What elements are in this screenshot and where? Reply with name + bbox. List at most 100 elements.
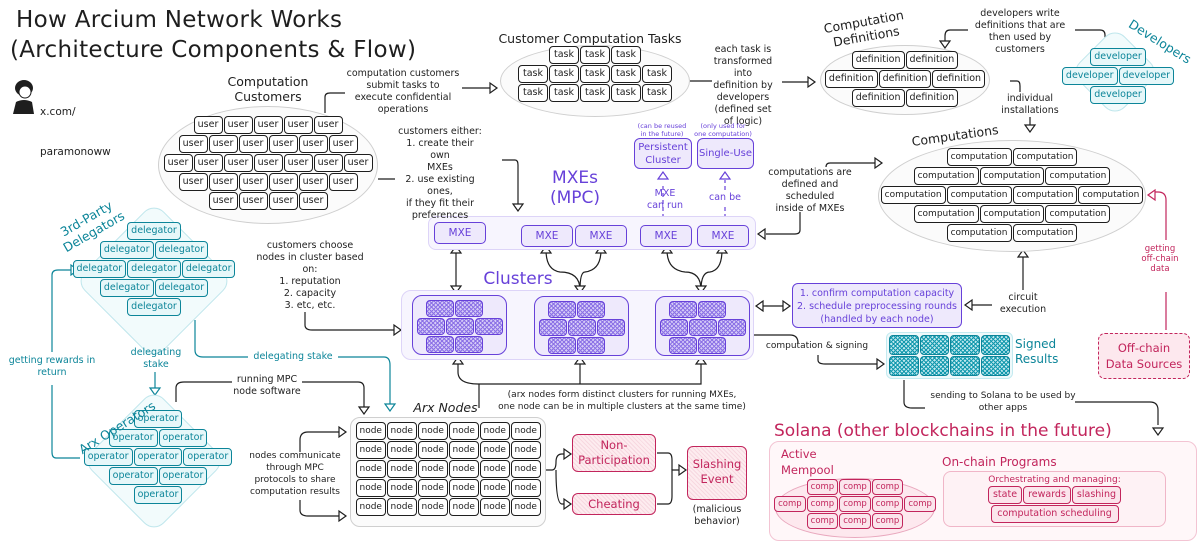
customer-user-cell[interactable]: user [313,116,343,134]
offchain-data-sources-box[interactable]: Off-chain Data Sources [1098,333,1190,379]
arx-node-cell[interactable]: node [417,422,448,440]
computation-cell[interactable]: computation [979,167,1045,185]
arx-node-cell[interactable]: node [386,498,417,516]
customer-user-cell[interactable]: user [193,116,223,134]
cluster-3[interactable] [655,296,750,356]
mempool-comp-cell[interactable]: comp [904,496,936,512]
customer-user-cell[interactable]: user [208,192,238,210]
delegator-cell[interactable]: delegator [127,298,181,316]
mempool-comp-cell[interactable]: comp [839,496,871,512]
delegator-cell[interactable]: delegator [99,279,154,297]
customer-user-cell[interactable]: user [328,135,358,153]
customer-user-cell[interactable]: user [238,173,268,191]
operator-cell[interactable]: operator [108,467,158,485]
delegator-cell[interactable]: delegator [127,222,181,240]
mempool-comp-cell[interactable]: comp [806,496,839,512]
operator-cell[interactable]: operator [133,410,183,428]
persistent-cluster-box[interactable]: Persistent Cluster [634,138,692,169]
definition-cell[interactable]: definition [824,70,878,88]
program-computation-scheduling[interactable]: computation scheduling [990,505,1119,523]
arx-node-cell[interactable]: node [448,460,479,478]
mempool-comp-cell[interactable]: comp [839,479,871,495]
task-cell[interactable]: task [611,65,641,83]
task-cell[interactable]: task [611,46,641,64]
customer-user-cell[interactable]: user [253,116,283,134]
delegator-cell[interactable]: delegator [72,260,127,278]
delegator-cell[interactable]: delegator [154,241,209,259]
customer-user-cell[interactable]: user [223,116,253,134]
arx-node-cell[interactable]: node [417,498,448,516]
mempool-comp-cell[interactable]: comp [839,513,871,529]
computation-cell[interactable]: computation [1012,186,1078,204]
customer-user-cell[interactable]: user [268,135,298,153]
mxe-box-4[interactable]: MXE [640,225,692,247]
definition-cell[interactable]: definition [851,89,905,107]
arx-node-cell[interactable]: node [448,479,479,497]
operator-cell[interactable]: operator [133,448,183,466]
task-cell[interactable]: task [580,65,610,83]
arx-node-cell[interactable]: node [479,498,510,516]
task-cell[interactable]: task [611,84,641,102]
operator-cell[interactable]: operator [108,429,158,447]
customer-user-cell[interactable]: user [283,116,313,134]
customer-user-cell[interactable]: user [268,173,298,191]
task-cell[interactable]: task [549,65,579,83]
arx-node-cell[interactable]: node [479,479,510,497]
arx-node-cell[interactable]: node [355,441,386,459]
cheating-box[interactable]: Cheating [572,493,656,515]
delegator-cell[interactable]: delegator [127,260,181,278]
operator-cell[interactable]: operator [158,429,208,447]
task-cell[interactable]: task [518,84,548,102]
mempool-comp-cell[interactable]: comp [806,479,839,495]
customer-user-cell[interactable]: user [193,154,223,172]
definition-cell[interactable]: definition [905,51,959,69]
task-cell[interactable]: task [642,84,672,102]
customer-user-cell[interactable]: user [163,154,193,172]
mempool-comp-cell[interactable]: comp [871,513,904,529]
author-handle[interactable]: x.com/ paramonoww [40,82,111,162]
computation-cell[interactable]: computation [1012,148,1078,166]
task-cell[interactable]: task [642,65,672,83]
computation-cell[interactable]: computation [946,148,1012,166]
mempool-comp-cell[interactable]: comp [806,513,839,529]
customer-user-cell[interactable]: user [268,192,298,210]
task-cell[interactable]: task [580,84,610,102]
arx-node-cell[interactable]: node [510,422,541,440]
customer-user-cell[interactable]: user [298,192,328,210]
cluster-1[interactable] [412,295,507,355]
computation-cell[interactable]: computation [1078,186,1144,204]
mempool-comp-cell[interactable]: comp [774,496,806,512]
definition-cell[interactable]: definition [851,51,905,69]
arx-node-cell[interactable]: node [355,422,386,440]
delegator-cell[interactable]: delegator [154,279,209,297]
mxe-box-3[interactable]: MXE [575,225,627,247]
arx-node-cell[interactable]: node [510,498,541,516]
mempool-comp-cell[interactable]: comp [871,496,904,512]
developer-cell[interactable]: developer [1118,67,1175,85]
computation-cell[interactable]: computation [880,186,946,204]
operator-cell[interactable]: operator [83,448,133,466]
mempool-comp-cell[interactable]: comp [871,479,904,495]
computation-cell[interactable]: computation [946,186,1012,204]
customer-user-cell[interactable]: user [178,135,208,153]
arx-node-cell[interactable]: node [386,422,417,440]
arx-node-cell[interactable]: node [355,498,386,516]
arx-node-cell[interactable]: node [448,441,479,459]
arx-node-cell[interactable]: node [417,460,448,478]
customer-user-cell[interactable]: user [238,135,268,153]
mxe-box-1[interactable]: MXE [434,222,486,244]
mxe-box-2[interactable]: MXE [521,225,573,247]
arx-node-cell[interactable]: node [510,441,541,459]
arx-node-cell[interactable]: node [479,422,510,440]
definition-cell[interactable]: definition [878,70,932,88]
task-cell[interactable]: task [549,46,579,64]
arx-node-cell[interactable]: node [386,460,417,478]
arx-node-cell[interactable]: node [479,460,510,478]
arx-node-cell[interactable]: node [510,460,541,478]
computation-cell[interactable]: computation [979,205,1045,223]
arx-node-cell[interactable]: node [417,479,448,497]
arx-node-cell[interactable]: node [448,422,479,440]
slashing-event-box[interactable]: Slashing Event [687,446,747,500]
program-rewards[interactable]: rewards [1023,486,1071,504]
non-participation-box[interactable]: Non- Participation [572,434,656,472]
